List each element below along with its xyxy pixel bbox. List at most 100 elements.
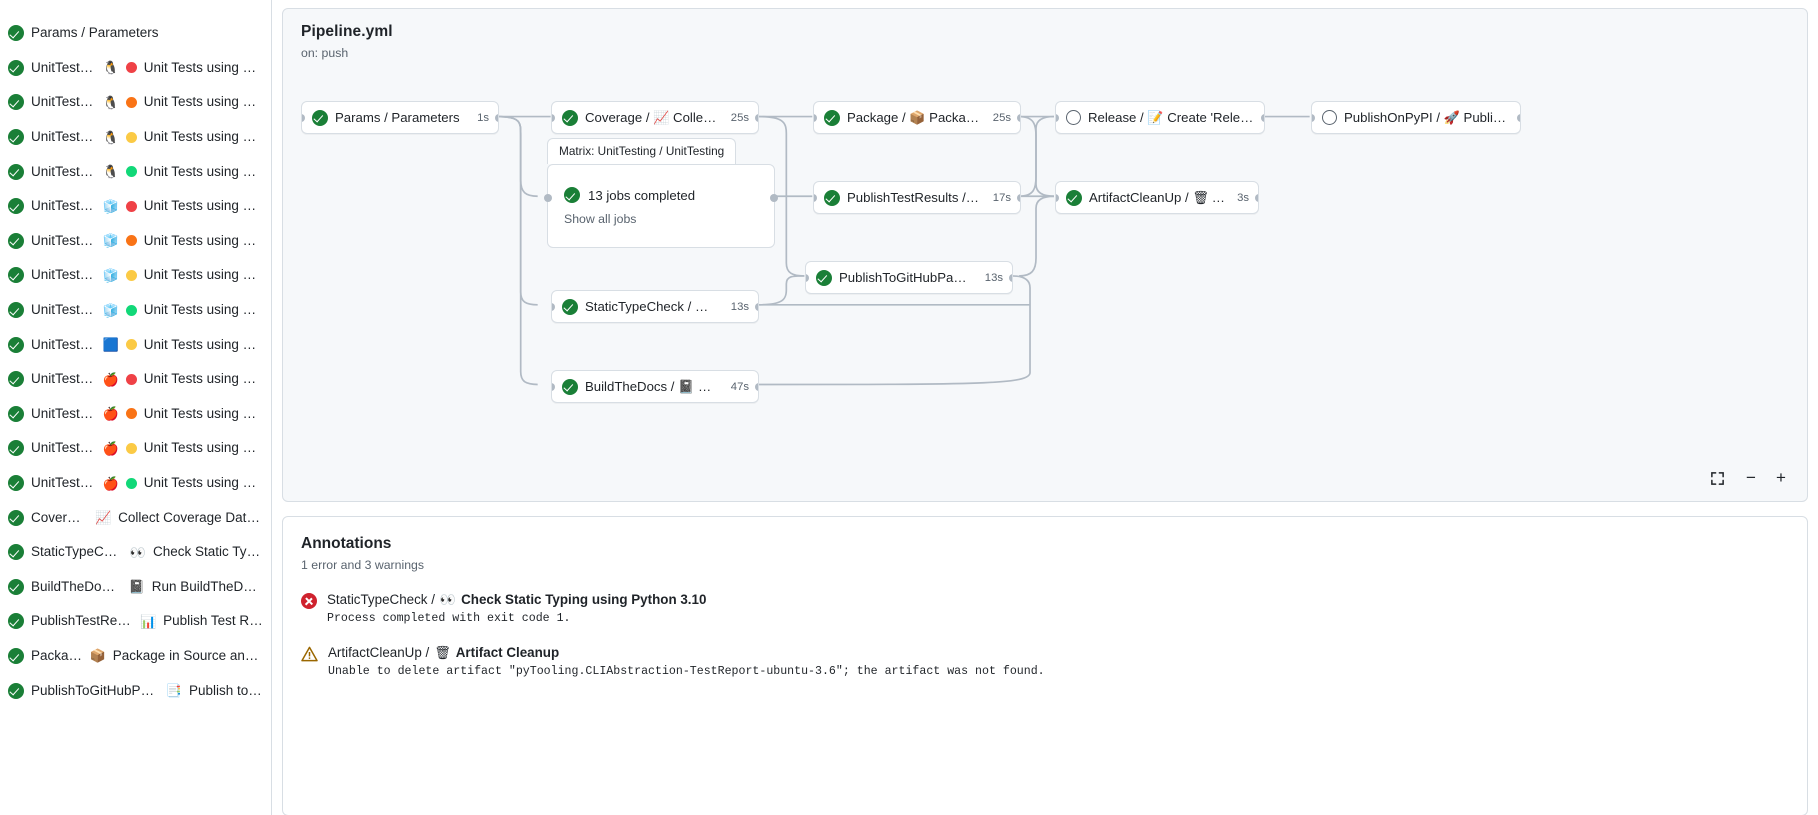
graph-node-duration: 25s — [992, 111, 1011, 124]
sidebar-item-job: UnitTesting / — [31, 475, 96, 491]
annotations-card: Annotations 1 error and 3 warnings Stati… — [282, 516, 1808, 815]
os-emoji-icon: 📦 — [89, 648, 106, 664]
os-emoji-icon: 📑 — [165, 683, 182, 699]
sidebar-item-label: Unit Tests using Pyth... — [143, 59, 263, 75]
step-emoji-icon: 📝 — [1147, 110, 1164, 125]
sidebar-item[interactable]: UnitTesting /🍎Unit Tests using Pyth... — [0, 362, 271, 397]
annotation-job: ArtifactCleanUp / — [328, 645, 430, 660]
show-all-jobs-link[interactable]: Show all jobs — [564, 212, 637, 226]
annotation-emoji-icon: 🗑 — [434, 645, 451, 660]
graph-node-label: ArtifactCleanUp / 🗑 Artifac... — [1089, 190, 1226, 205]
sidebar-item[interactable]: UnitTesting /🐧Unit Tests using Pyth... — [0, 120, 271, 155]
sidebar-item-job: UnitTesting / — [31, 336, 96, 352]
annotations-list: StaticTypeCheck / 👀Check Static Typing u… — [283, 572, 1807, 678]
matrix-group-box[interactable]: Matrix: UnitTesting / UnitTesting 13 job… — [544, 138, 778, 248]
sidebar-item[interactable]: Package /📦Package in Source and Wh... — [0, 639, 271, 674]
graph-node-params[interactable]: Params / Parameters 1s — [301, 101, 499, 134]
sidebar-item-job: Coverage / — [31, 509, 88, 525]
node-output-port — [1517, 114, 1520, 122]
sidebar-item[interactable]: UnitTesting /🟦Unit Tests using Pyth... — [0, 327, 271, 362]
page-title: Pipeline.yml — [301, 23, 393, 40]
graph-node-ghpages[interactable]: PublishToGitHubPages / 📑 ... 13s — [805, 261, 1013, 294]
python-version-dot-icon — [125, 166, 137, 178]
success-check-icon — [816, 269, 832, 286]
fullscreen-icon[interactable] — [1705, 466, 1729, 490]
graph-node-artifact[interactable]: ArtifactCleanUp / 🗑 Artifac...3s — [1055, 181, 1259, 214]
zoom-in-button[interactable]: + — [1776, 468, 1786, 487]
sidebar-item[interactable]: BuildTheDocs /📓Run BuildTheDocs — [0, 570, 271, 605]
graph-node-release[interactable]: Release / 📝 Create 'Release P... — [1055, 101, 1265, 134]
graph-node-statictype[interactable]: StaticTypeCheck / 👀 Chec...13s — [551, 290, 759, 323]
step-emoji-icon: 📦 — [909, 110, 926, 125]
annotation-job: StaticTypeCheck / — [327, 592, 435, 607]
sidebar-item-job: UnitTesting / — [31, 129, 96, 145]
sidebar-item[interactable]: UnitTesting /🧊Unit Tests using Pyth... — [0, 293, 271, 328]
zoom-group: − + — [1739, 466, 1793, 490]
sidebar-item-label: Unit Tests using Pyth... — [143, 405, 263, 421]
os-emoji-icon: 🐧 — [102, 129, 119, 145]
graph-node-buildthedocs[interactable]: BuildTheDocs / 📓 Run Buil...47s — [551, 370, 759, 403]
sidebar-item[interactable]: UnitTesting /🐧Unit Tests using Pyth... — [0, 51, 271, 86]
graph-node-duration: 1s — [477, 111, 489, 124]
sidebar-item[interactable]: StaticTypeCheck /👀Check Static Typing... — [0, 535, 271, 570]
sidebar-item[interactable]: UnitTesting /🍎Unit Tests using Pyth... — [0, 397, 271, 432]
os-emoji-icon: 🍎 — [102, 475, 119, 491]
graph-node-testresults[interactable]: PublishTestResults / 📊 Pu...17s — [813, 181, 1021, 214]
graph-node-package[interactable]: Package / 📦 Package in So...25s — [813, 101, 1021, 134]
node-output-port — [1255, 194, 1258, 202]
warning-icon — [301, 646, 318, 662]
sidebar-item-label: Unit Tests using Pyth... — [143, 336, 263, 352]
graph-zoom-controls[interactable]: − + — [1705, 466, 1793, 490]
sidebar-item-job: UnitTesting / — [31, 232, 96, 248]
sidebar-item-label: Publish Test Resu... — [163, 613, 263, 629]
error-icon — [301, 593, 317, 609]
sidebar-item[interactable]: Coverage /📈Collect Coverage Data usi... — [0, 500, 271, 535]
sidebar-item-job: UnitTesting / — [31, 59, 96, 75]
sidebar-item[interactable]: UnitTesting /🧊Unit Tests using Pyth... — [0, 224, 271, 259]
success-check-icon — [8, 129, 24, 146]
sidebar-item-job: UnitTesting / — [31, 371, 96, 387]
workflow-graph-card: Pipeline.yml on: push — [282, 8, 1808, 502]
sidebar-item-label: Unit Tests using Pyth... — [143, 440, 263, 456]
success-check-icon — [8, 232, 24, 249]
sidebar-item-label: Publish to G... — [188, 682, 263, 698]
graph-node-coverage[interactable]: Coverage / 📈 Collect Cove...25s — [551, 101, 759, 134]
sidebar-item-label: Unit Tests using Pyth... — [143, 371, 263, 387]
sidebar-item[interactable]: Params / Parameters — [0, 16, 271, 51]
sidebar-item[interactable]: UnitTesting /🍎Unit Tests using Pyth... — [0, 431, 271, 466]
sidebar-item[interactable]: UnitTesting /🐧Unit Tests using Pyth... — [0, 154, 271, 189]
os-emoji-icon: 📊 — [139, 613, 157, 629]
sidebar-item[interactable]: PublishToGitHubPages /📑Publish to G... — [0, 673, 271, 708]
sidebar-item[interactable]: UnitTesting /🐧Unit Tests using Pyth... — [0, 85, 271, 120]
python-version-dot-icon — [125, 131, 137, 143]
sidebar-item[interactable]: PublishTestResults /📊Publish Test Resu..… — [0, 604, 271, 639]
python-version-dot-icon — [125, 477, 137, 489]
graph-canvas[interactable]: Params / Parameters 1s Coverage / 📈 Collec… — [283, 9, 1807, 501]
graph-node-label: Params / Parameters — [335, 110, 466, 125]
graph-header: Pipeline.yml on: push — [283, 9, 1807, 60]
success-check-icon — [8, 198, 24, 215]
sidebar-item-label: Unit Tests using Pyth... — [143, 163, 263, 179]
pending-circle-icon — [1322, 110, 1337, 125]
node-input-port — [806, 274, 809, 282]
os-emoji-icon: 🍎 — [102, 406, 119, 422]
node-input-port — [814, 114, 817, 122]
sidebar-item[interactable]: UnitTesting /🧊Unit Tests using Pyth... — [0, 258, 271, 293]
zoom-out-button[interactable]: − — [1746, 468, 1756, 487]
sidebar-item[interactable]: UnitTesting /🍎Unit Tests using Pyth... — [0, 466, 271, 501]
success-check-icon — [8, 25, 24, 42]
success-check-icon — [564, 187, 580, 203]
success-check-icon — [8, 405, 24, 422]
sidebar-item-label: Unit Tests using Pyth... — [143, 267, 263, 283]
node-output-port — [1261, 114, 1264, 122]
sidebar-item[interactable]: UnitTesting /🧊Unit Tests using Pyth... — [0, 189, 271, 224]
matrix-jobs-row[interactable]: 13 jobs completed — [548, 187, 774, 203]
annotation-item[interactable]: StaticTypeCheck / 👀Check Static Typing u… — [283, 572, 1807, 625]
graph-node-label: PublishTestResults / 📊 Pu... — [847, 190, 982, 205]
os-emoji-icon: 🧊 — [102, 233, 119, 249]
graph-node-pypi[interactable]: PublishOnPyPI / 🚀 Publish to ... — [1311, 101, 1521, 134]
step-emoji-icon: 📈 — [653, 110, 670, 125]
